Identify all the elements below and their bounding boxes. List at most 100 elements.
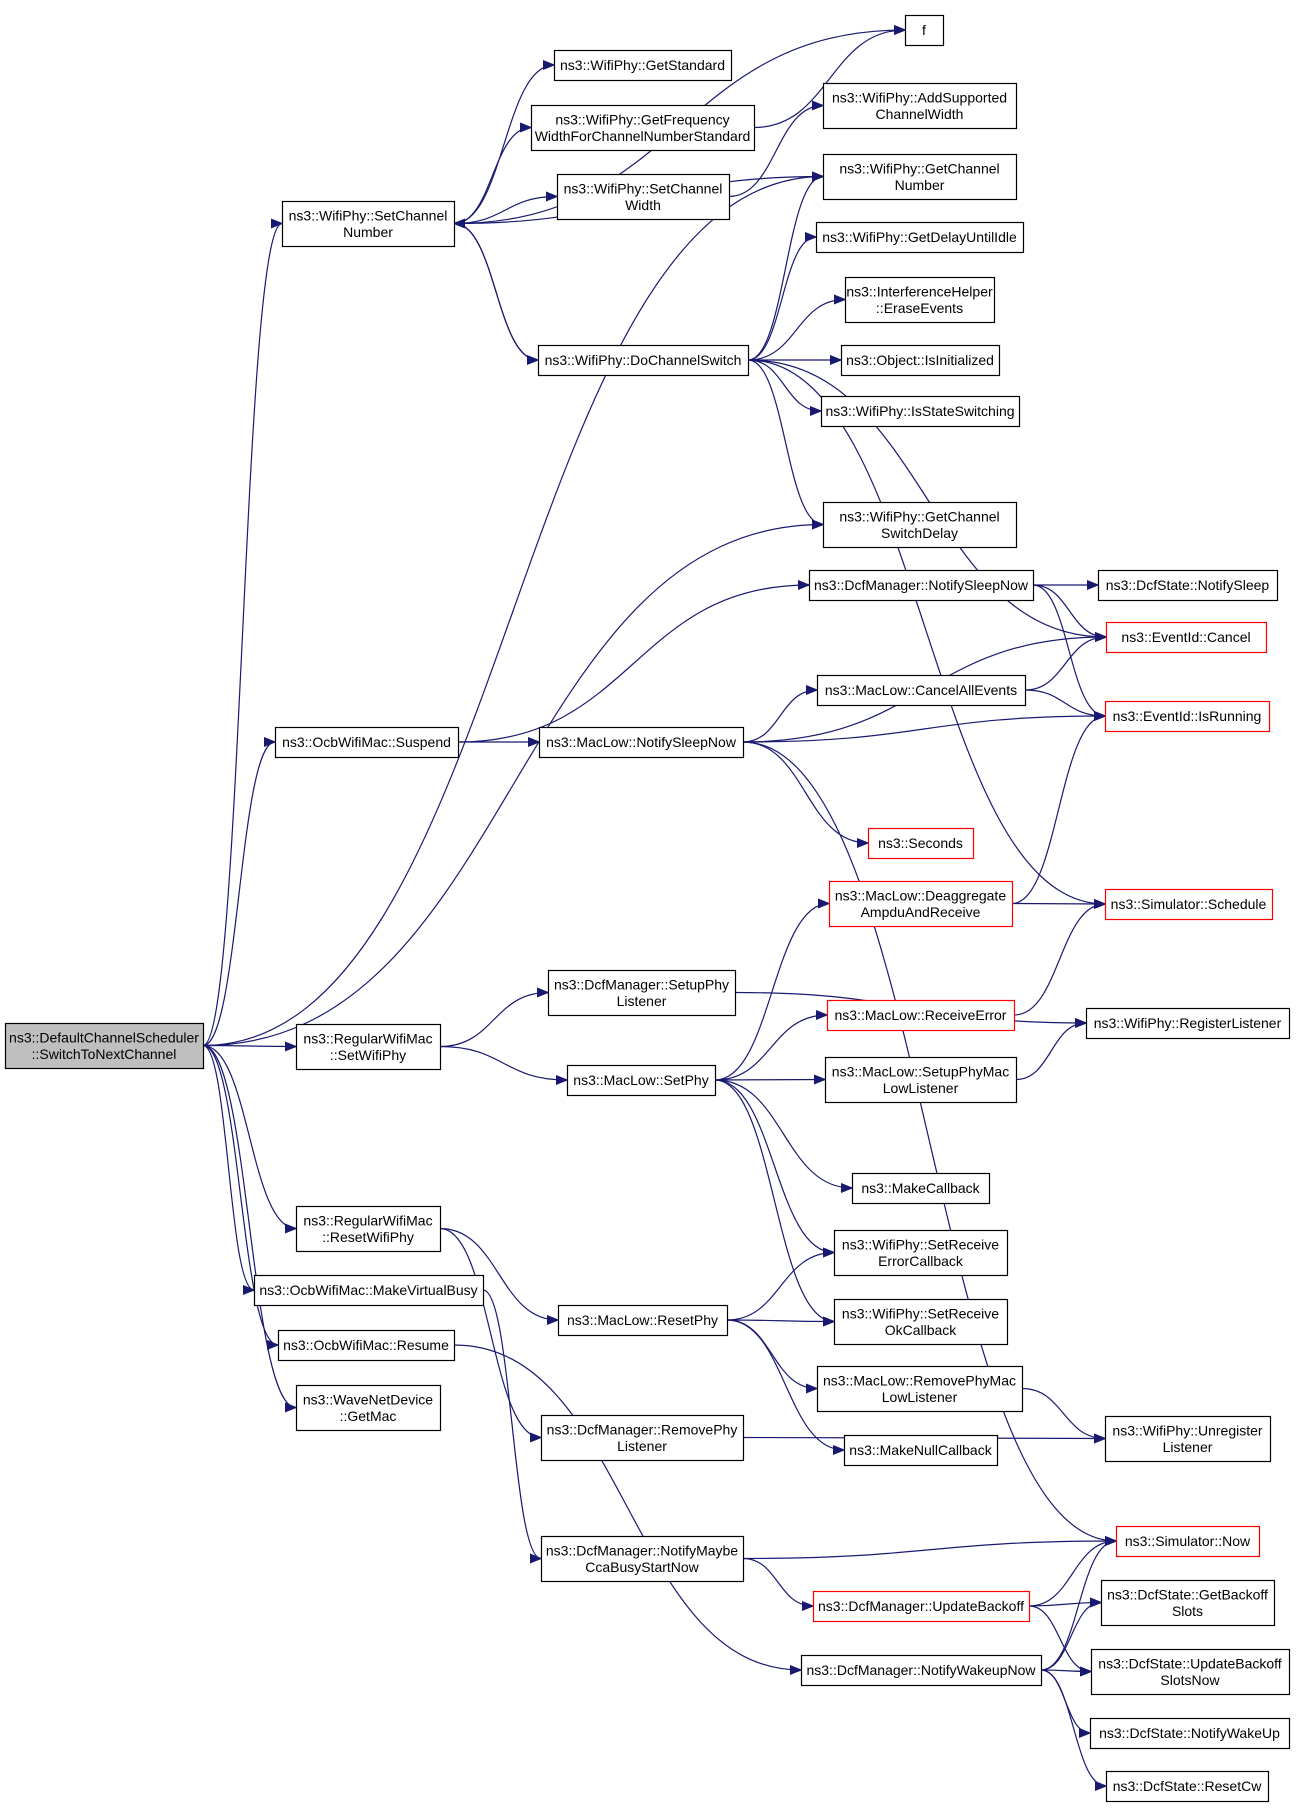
node-box[interactable]: [840, 344, 1001, 377]
function-node-dochannelswitch[interactable]: ns3::WifiPhy::DoChannelSwitch: [537, 344, 750, 377]
function-node-eventidcancel[interactable]: ns3::EventId::Cancel: [1105, 621, 1268, 654]
node-box[interactable]: [4, 1022, 205, 1070]
node-box[interactable]: [833, 1298, 1009, 1346]
node-box[interactable]: [253, 1274, 485, 1307]
node-box[interactable]: [1115, 1525, 1261, 1558]
function-node-notifywakeup[interactable]: ns3::DcfState::NotifyWakeUp: [1089, 1717, 1291, 1750]
node-box[interactable]: [277, 1329, 456, 1362]
node-box[interactable]: [281, 200, 456, 248]
function-node-receiveerror[interactable]: ns3::MacLow::ReceiveError: [826, 999, 1016, 1032]
node-box[interactable]: [816, 674, 1027, 707]
node-box[interactable]: [1097, 569, 1279, 602]
node-box[interactable]: [816, 1365, 1024, 1413]
function-node-dcfstatenotifysleep[interactable]: ns3::DcfState::NotifySleep: [1097, 569, 1279, 602]
function-node-seconds[interactable]: ns3::Seconds: [867, 827, 975, 860]
node-box[interactable]: [1104, 1415, 1272, 1463]
node-box[interactable]: [556, 173, 731, 221]
function-node-isinitialized[interactable]: ns3::Object::IsInitialized: [840, 344, 1001, 377]
node-box[interactable]: [824, 1056, 1018, 1104]
function-node-updatebackoff[interactable]: ns3::DcfManager::UpdateBackoff: [812, 1590, 1031, 1623]
function-node-notifymaybeccabusy[interactable]: ns3::DcfManager::NotifyMaybeCcaBusyStart…: [540, 1535, 745, 1583]
node-box[interactable]: [800, 1654, 1043, 1687]
node-box[interactable]: [1104, 700, 1271, 733]
function-node-schedule[interactable]: ns3::Simulator::Schedule: [1104, 888, 1274, 921]
node-box[interactable]: [1104, 888, 1274, 921]
node-box[interactable]: [1105, 1770, 1270, 1803]
function-node-ocbmakevirtualbusy[interactable]: ns3::OcbWifiMac::MakeVirtualBusy: [253, 1274, 485, 1307]
function-node-registerlistener[interactable]: ns3::WifiPhy::RegisterListener: [1085, 1007, 1291, 1040]
function-node-makenullcallback[interactable]: ns3::MakeNullCallback: [843, 1434, 999, 1467]
node-box[interactable]: [815, 221, 1025, 254]
function-node-dcfnotifysleepnow[interactable]: ns3::DcfManager::NotifySleepNow: [808, 569, 1035, 602]
function-node-eraseevents[interactable]: ns3::InterferenceHelper::EraseEvents: [844, 276, 996, 324]
node-box[interactable]: [537, 344, 750, 377]
function-node-ocbresume[interactable]: ns3::OcbWifiMac::Resume: [277, 1329, 456, 1362]
node-box[interactable]: [1089, 1717, 1291, 1750]
node-box[interactable]: [867, 827, 975, 860]
function-node-eventidisrunning[interactable]: ns3::EventId::IsRunning: [1104, 700, 1271, 733]
node-box[interactable]: [844, 276, 996, 324]
node-box[interactable]: [1085, 1007, 1291, 1040]
function-node-maclowsetphy[interactable]: ns3::MacLow::SetPhy: [566, 1064, 717, 1097]
function-node-regresetwifiphy[interactable]: ns3::RegularWifiMac::ResetWifiPhy: [295, 1205, 442, 1253]
node-box[interactable]: [826, 999, 1016, 1032]
function-node-getdelayuntilidle[interactable]: ns3::WifiPhy::GetDelayUntilIdle: [815, 221, 1025, 254]
node-box[interactable]: [812, 1590, 1031, 1623]
node-box[interactable]: [822, 82, 1018, 130]
function-node-wavegetmac[interactable]: ns3::WaveNetDevice::GetMac: [295, 1384, 442, 1432]
node-box[interactable]: [1100, 1579, 1276, 1627]
function-node-maclownotifysleepnow[interactable]: ns3::MacLow::NotifySleepNow: [538, 726, 745, 759]
function-node-makecallback[interactable]: ns3::MakeCallback: [851, 1172, 991, 1205]
node-box[interactable]: [566, 1064, 717, 1097]
function-node-getstandard[interactable]: ns3::WifiPhy::GetStandard: [553, 49, 733, 82]
function-node-root[interactable]: ns3::DefaultChannelScheduler::SwitchToNe…: [4, 1022, 205, 1070]
node-box[interactable]: [538, 726, 745, 759]
node-box[interactable]: [295, 1384, 442, 1432]
node-box[interactable]: [540, 1535, 745, 1583]
node-box[interactable]: [553, 49, 733, 82]
node-box[interactable]: [904, 14, 945, 47]
node-box[interactable]: [822, 153, 1018, 201]
function-node-notifywakeupnow[interactable]: ns3::DcfManager::NotifyWakeupNow: [800, 1654, 1043, 1687]
function-node-regsetwifiphy[interactable]: ns3::RegularWifiMac::SetWifiPhy: [295, 1023, 442, 1071]
function-node-isstateswitching[interactable]: ns3::WifiPhy::IsStateSwitching: [820, 395, 1021, 428]
function-node-cancelallevents[interactable]: ns3::MacLow::CancelAllEvents: [816, 674, 1027, 707]
node-box[interactable]: [540, 1414, 745, 1462]
node-box[interactable]: [547, 969, 737, 1017]
function-node-getfreqwidth[interactable]: ns3::WifiPhy::GetFrequencyWidthForChanne…: [530, 104, 756, 152]
node-box[interactable]: [843, 1434, 999, 1467]
node-box[interactable]: [820, 395, 1021, 428]
node-box[interactable]: [822, 501, 1018, 549]
function-node-ocbsuspend[interactable]: ns3::OcbWifiMac::Suspend: [274, 726, 460, 759]
node-box[interactable]: [530, 104, 756, 152]
node-box[interactable]: [828, 880, 1014, 928]
node-box[interactable]: [274, 726, 460, 759]
function-node-f[interactable]: f: [904, 14, 945, 47]
node-box[interactable]: [808, 569, 1035, 602]
function-node-simulatornow[interactable]: ns3::Simulator::Now: [1115, 1525, 1261, 1558]
node-box[interactable]: [1105, 621, 1268, 654]
node-box[interactable]: [851, 1172, 991, 1205]
node-box[interactable]: [833, 1229, 1009, 1277]
node-box[interactable]: [295, 1205, 442, 1253]
function-node-maclowresetphy[interactable]: ns3::MacLow::ResetPhy: [557, 1304, 729, 1337]
node-box[interactable]: [1090, 1648, 1291, 1696]
function-node-resetcw[interactable]: ns3::DcfState::ResetCw: [1105, 1770, 1270, 1803]
node-box[interactable]: [557, 1304, 729, 1337]
node-box[interactable]: [295, 1023, 442, 1071]
